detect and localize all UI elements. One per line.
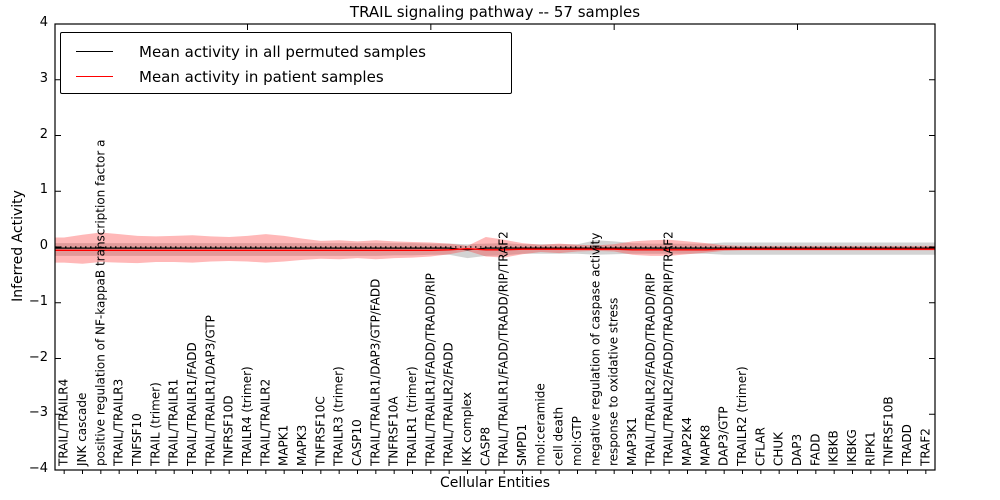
x-tick-label: TRAIL/TRAILR1/FADD: [185, 342, 199, 467]
y-tick-label: −3: [28, 405, 48, 421]
x-tick-label: MAP3K1: [625, 417, 639, 466]
legend-label-patient: Mean activity in patient samples: [139, 67, 384, 86]
y-tick-label: 3: [39, 70, 48, 86]
x-tick-label: MAP2K4: [680, 417, 694, 466]
x-tick-label: TRAIL/TRAILR1/FADD/TRADD/RIP: [423, 273, 437, 467]
x-tick-label: positive regulation of NF-kappaB transcr…: [93, 140, 107, 466]
x-tick-label: TNFRSF10A: [387, 396, 401, 467]
x-tick-label: FADD: [808, 434, 822, 467]
x-tick-label: CFLAR: [753, 427, 767, 466]
legend-line-black-icon: [76, 51, 113, 52]
y-tick-label: −1: [28, 293, 48, 309]
x-tick-label: TRAILR2 (trimer): [735, 366, 749, 467]
x-tick-label: cell death: [552, 407, 566, 466]
x-tick-label: TRAIL/TRAILR1/DAP3/GTP/FADD: [368, 279, 382, 467]
y-tick-label: 1: [39, 182, 48, 198]
x-tick-label: response to oxidative stress: [607, 298, 621, 466]
y-tick-label: −4: [28, 461, 48, 476]
x-tick-label: SMPD1: [515, 424, 529, 466]
legend-item-patient: Mean activity in patient samples: [61, 64, 511, 89]
chart-title: TRAIL signaling pathway -- 57 samples: [349, 3, 641, 21]
x-tick-label: TRAIL/TRAILR1/DAP3/GTP: [203, 315, 217, 467]
legend: Mean activity in all permuted samples Me…: [60, 32, 512, 94]
x-tick-label: mol:GTP: [570, 416, 584, 466]
x-tick-label: TRAILR4 (trimer): [240, 366, 254, 467]
x-tick-label: TRAILR3 (trimer): [332, 366, 346, 467]
x-tick-label: TRAIL/TRAILR3: [112, 379, 126, 467]
x-tick-label: CASP10: [350, 419, 364, 466]
y-tick-label: −2: [28, 349, 48, 365]
x-tick-label: MAPK1: [277, 425, 291, 466]
patient-mean-line: [55, 247, 935, 252]
y-tick-label: 2: [39, 126, 48, 142]
x-axis-label: Cellular Entities: [439, 475, 551, 491]
x-tick-label: TRAIL/TRAILR2/FADD/TRADD/RIP: [643, 273, 657, 467]
x-tick-label: CHUK: [772, 431, 786, 466]
x-tick-label: TRAILR1 (trimer): [405, 366, 419, 467]
x-tick-label: TRAIL/TRAILR2/FADD/TRADD/RIP/TRAF2: [662, 231, 676, 467]
x-tick-label: TRAF2: [918, 428, 932, 467]
x-tick-label: negative regulation of caspase activity: [588, 233, 602, 466]
legend-item-permuted: Mean activity in all permuted samples: [61, 39, 511, 64]
x-tick-label: TNFRSF10B: [882, 396, 896, 467]
x-tick-label: CASP8: [478, 427, 492, 466]
x-tick-label: DAP3: [790, 434, 804, 466]
x-tick-label: MAPK3: [295, 425, 309, 466]
x-tick-label: IKBKB: [827, 430, 841, 466]
x-tick-label: TRAIL/TRAILR4: [57, 379, 71, 467]
legend-label-permuted: Mean activity in all permuted samples: [139, 42, 426, 61]
y-tick-label: 0: [39, 238, 48, 253]
x-tick-label: TRAIL/TRAILR2: [258, 379, 272, 467]
x-tick-label: TNFSF10: [130, 413, 144, 467]
x-tick-label: JNK cascade: [75, 393, 89, 467]
x-tick-label: MAPK8: [698, 425, 712, 466]
permuted-mean-line: [55, 247, 935, 251]
x-tick-label: TRAIL/TRAILR2/FADD: [442, 342, 456, 467]
x-tick-label: DAP3/GTP: [717, 406, 731, 466]
x-tick-label: RIPK1: [863, 431, 877, 466]
x-tick-label: TRAIL/TRAILR1/FADD/TRADD/RIP/TRAF2: [497, 231, 511, 467]
x-tick-label: IKK complex: [460, 392, 474, 466]
x-tick-label: IKBKG: [845, 429, 859, 466]
x-tick-label: TRAIL/TRAILR1: [167, 379, 181, 467]
x-tick-label: TNFRSF10D: [222, 395, 236, 467]
x-tick-label: TNFRSF10C: [313, 396, 327, 467]
x-tick-label: TRAIL (trimer): [148, 382, 162, 467]
x-tick-label: TRADD: [900, 424, 914, 467]
y-tick-label: 4: [39, 15, 48, 30]
legend-line-red-icon: [76, 76, 113, 77]
x-tick-label: mol:ceramide: [533, 383, 547, 466]
